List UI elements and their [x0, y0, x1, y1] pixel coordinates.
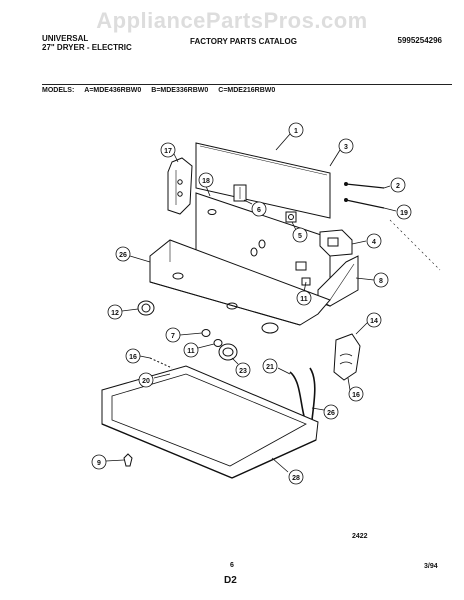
part-screw-18 — [149, 357, 173, 369]
callout-19: 19 — [383, 204, 412, 220]
svg-text:3: 3 — [344, 144, 348, 151]
callout-4: 4 — [351, 233, 382, 249]
callout-23: 23 — [231, 357, 251, 378]
svg-text:11: 11 — [300, 296, 308, 303]
catalog-number: 5995254296 — [397, 36, 443, 45]
svg-text:16: 16 — [129, 354, 137, 361]
models-label: MODELS: — [42, 87, 75, 94]
part-door-switch — [333, 333, 361, 381]
callout-18: 18 — [198, 172, 214, 197]
revision-date: 3/94 — [424, 563, 438, 570]
callout-21: 21 — [262, 358, 291, 375]
part-bearing — [218, 343, 238, 361]
figure-number: 2422 — [352, 533, 368, 540]
callout-2: 2 — [383, 177, 406, 193]
header-left: UNIVERSAL 27" DRYER - ELECTRIC — [42, 34, 132, 52]
callout-16-left: 16 — [125, 348, 151, 364]
callout-20: 20 — [138, 372, 171, 388]
svg-text:20: 20 — [142, 378, 150, 385]
svg-text:5: 5 — [298, 233, 302, 240]
callout-1: 1 — [275, 122, 304, 151]
callout-11-bottom: 11 — [183, 342, 215, 358]
callout-8: 8 — [355, 272, 389, 288]
callout-26-lower: 26 — [311, 404, 339, 420]
page-number: 6 — [230, 562, 234, 569]
part-knob — [137, 300, 155, 316]
svg-text:26: 26 — [327, 410, 335, 417]
callouts: 1 3 17 2 19 18 6 5 4 26 8 11 12 7 14 11 … — [91, 122, 412, 485]
callout-11-top: 11 — [296, 281, 312, 306]
callout-5: 5 — [291, 221, 308, 243]
svg-text:23: 23 — [239, 368, 247, 375]
svg-text:4: 4 — [372, 239, 376, 246]
svg-text:6: 6 — [257, 207, 261, 214]
part-left-bracket — [167, 157, 193, 215]
callout-9: 9 — [91, 454, 125, 470]
part-bolt — [123, 453, 133, 467]
callout-14: 14 — [355, 312, 382, 335]
model-a: A=MDE436RBW0 — [84, 87, 142, 94]
svg-text:1: 1 — [294, 128, 298, 135]
callout-17: 17 — [160, 142, 179, 163]
svg-text:14: 14 — [370, 318, 378, 325]
part-electrical-box — [319, 229, 353, 257]
svg-text:18: 18 — [202, 178, 210, 185]
part-button-11 — [213, 339, 223, 347]
part-button-7 — [201, 329, 211, 337]
svg-text:11: 11 — [187, 348, 195, 355]
callout-7: 7 — [165, 327, 203, 343]
catalog-title: FACTORY PARTS CATALOG — [190, 37, 297, 46]
svg-text:26: 26 — [119, 252, 127, 259]
svg-text:19: 19 — [400, 210, 408, 217]
svg-text:28: 28 — [292, 475, 300, 482]
part-top-rear-panel — [195, 142, 331, 219]
callout-28: 28 — [271, 457, 304, 485]
svg-text:7: 7 — [171, 333, 175, 340]
svg-text:2: 2 — [396, 183, 400, 190]
models-bar: MODELS: A=MDE436RBW0 B=MDE336RBW0 C=MDE2… — [42, 84, 452, 94]
part-wire-harness — [289, 371, 305, 417]
svg-text:9: 9 — [97, 460, 101, 467]
callout-3: 3 — [329, 138, 354, 167]
watermark: AppliancePartsPros.com — [96, 8, 368, 33]
brand-name: UNIVERSAL — [42, 34, 89, 43]
part-rod-2 — [345, 183, 385, 189]
part-rod-19 — [345, 199, 385, 209]
model-c: C=MDE216RBW0 — [218, 87, 276, 94]
svg-text:8: 8 — [379, 278, 383, 285]
svg-text:17: 17 — [164, 148, 172, 155]
svg-text:16: 16 — [352, 392, 360, 399]
model-b: B=MDE336RBW0 — [151, 87, 209, 94]
svg-text:12: 12 — [111, 310, 119, 317]
product-subtitle: 27" DRYER - ELECTRIC — [42, 43, 132, 52]
callout-16-right: 16 — [347, 377, 364, 402]
part-right-end-cap — [317, 255, 359, 307]
callout-26: 26 — [115, 246, 151, 263]
section-code: D2 — [224, 575, 237, 586]
svg-text:21: 21 — [266, 364, 274, 371]
part-switch — [285, 211, 297, 223]
callout-6: 6 — [243, 199, 267, 217]
callout-12: 12 — [107, 304, 139, 320]
